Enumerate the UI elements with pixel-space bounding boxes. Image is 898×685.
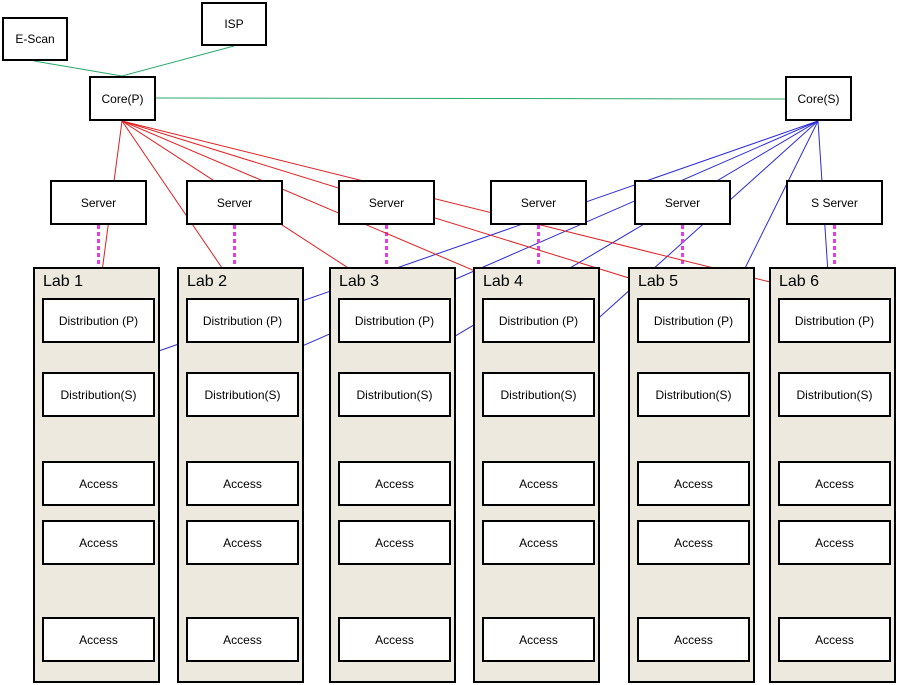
lab-5-server-label: Server	[664, 195, 701, 210]
lab-3-server-label: Server	[368, 195, 405, 210]
lab-5-access-1-label: Access	[674, 476, 713, 491]
lab-5-title: Lab 5	[638, 273, 679, 290]
lab-5-access-3[interactable]: Access	[637, 617, 750, 662]
lab-5-distribution-primary-label: Distribution (P)	[653, 313, 734, 328]
lab-5-distribution-secondary[interactable]: Distribution(S)	[637, 372, 750, 417]
lab-2-access-1-label: Access	[223, 476, 262, 491]
lab-6-access-1[interactable]: Access	[778, 461, 891, 506]
lab-3-distribution-primary[interactable]: Distribution (P)	[338, 298, 451, 343]
lab-2-access-1[interactable]: Access	[186, 461, 299, 506]
lab-3-distribution-primary-label: Distribution (P)	[354, 313, 435, 328]
core-to-core-link	[155, 97, 786, 100]
lab-1-distribution-primary[interactable]: Distribution (P)	[42, 298, 155, 343]
lab-2-server[interactable]: Server	[186, 180, 283, 225]
lab-4-access-1[interactable]: Access	[482, 461, 595, 506]
lab-2-distribution-primary-label: Distribution (P)	[202, 313, 283, 328]
lab-4-distribution-primary[interactable]: Distribution (P)	[482, 298, 595, 343]
lab-2-server-label: Server	[216, 195, 253, 210]
lab-1-server-label: Server	[80, 195, 117, 210]
lab-3-distribution-secondary-label: Distribution(S)	[356, 387, 433, 402]
lab-4-server[interactable]: Server	[490, 180, 587, 225]
lab-4-access-3[interactable]: Access	[482, 617, 595, 662]
lab-5-access-2-label: Access	[674, 535, 713, 550]
lab-6-access-2[interactable]: Access	[778, 520, 891, 565]
lab-2-distribution-secondary-label: Distribution(S)	[204, 387, 281, 402]
lab-4-distribution-primary-label: Distribution (P)	[498, 313, 579, 328]
escan-label: E-Scan	[15, 32, 55, 46]
lab-6-title: Lab 6	[779, 273, 820, 290]
lab-3-title: Lab 3	[339, 273, 380, 290]
core-secondary-node[interactable]: Core(S)	[785, 76, 852, 121]
lab-1-access-1[interactable]: Access	[42, 461, 155, 506]
lab-4-server-label: Server	[520, 195, 557, 210]
lab-5-access-2[interactable]: Access	[637, 520, 750, 565]
lab-2-distribution-primary[interactable]: Distribution (P)	[186, 298, 299, 343]
core-secondary-to-lab-3-distribution-link	[394, 120, 819, 373]
lab-4-access-3-label: Access	[519, 632, 558, 647]
lab-5-distribution-primary[interactable]: Distribution (P)	[637, 298, 750, 343]
lab-2-title: Lab 2	[187, 273, 228, 290]
core-primary-node[interactable]: Core(P)	[89, 76, 156, 121]
lab-2-access-3-label: Access	[223, 632, 262, 647]
isp-node[interactable]: ISP	[201, 2, 267, 46]
core-secondary-label: Core(S)	[797, 91, 840, 106]
lab-3-access-3[interactable]: Access	[338, 617, 451, 662]
escan-to-core-link	[33, 60, 123, 77]
lab-3-access-1[interactable]: Access	[338, 461, 451, 506]
escan-node[interactable]: E-Scan	[2, 17, 68, 61]
lab-4-distribution-secondary[interactable]: Distribution(S)	[482, 372, 595, 417]
core-primary-to-lab-4-distribution-link	[121, 120, 539, 299]
lab-5-distribution-secondary-label: Distribution(S)	[655, 387, 732, 402]
isp-to-core-link	[121, 45, 235, 77]
lab-5-access-3-label: Access	[674, 632, 713, 647]
lab-6-access-1-label: Access	[815, 476, 854, 491]
lab-1-distribution-secondary-label: Distribution(S)	[60, 387, 137, 402]
lab-1-access-2-label: Access	[79, 535, 118, 550]
lab-1-access-1-label: Access	[79, 476, 118, 491]
core-primary-label: Core(P)	[101, 91, 144, 106]
lab-2-distribution-secondary[interactable]: Distribution(S)	[186, 372, 299, 417]
lab-4-title: Lab 4	[483, 273, 524, 290]
lab-2-access-3[interactable]: Access	[186, 617, 299, 662]
isp-label: ISP	[224, 17, 244, 31]
lab-1-title: Lab 1	[43, 273, 84, 290]
lab-3-access-1-label: Access	[375, 476, 414, 491]
lab-4-access-2[interactable]: Access	[482, 520, 595, 565]
lab-6-distribution-secondary[interactable]: Distribution(S)	[778, 372, 891, 417]
lab-1-server[interactable]: Server	[50, 180, 147, 225]
lab-1-distribution-secondary[interactable]: Distribution(S)	[42, 372, 155, 417]
lab-6-access-2-label: Access	[815, 535, 854, 550]
lab-3-distribution-secondary[interactable]: Distribution(S)	[338, 372, 451, 417]
lab-1-access-3-label: Access	[79, 632, 118, 647]
lab-5-access-1[interactable]: Access	[637, 461, 750, 506]
lab-6-access-3-label: Access	[815, 632, 854, 647]
lab-6-access-3[interactable]: Access	[778, 617, 891, 662]
lab-3-access-3-label: Access	[375, 632, 414, 647]
lab-1-access-2[interactable]: Access	[42, 520, 155, 565]
lab-4-distribution-secondary-label: Distribution(S)	[500, 387, 577, 402]
lab-2-access-2[interactable]: Access	[186, 520, 299, 565]
lab-6-server[interactable]: S Server	[786, 180, 883, 225]
lab-4-access-2-label: Access	[519, 535, 558, 550]
lab-6-server-label: S Server	[811, 195, 858, 210]
lab-1-access-3[interactable]: Access	[42, 617, 155, 662]
lab-2-access-2-label: Access	[223, 535, 262, 550]
lab-3-access-2-label: Access	[375, 535, 414, 550]
lab-6-distribution-secondary-label: Distribution(S)	[796, 387, 873, 402]
lab-3-server[interactable]: Server	[338, 180, 435, 225]
lab-4-access-1-label: Access	[519, 476, 558, 491]
lab-5-server[interactable]: Server	[634, 180, 731, 225]
lab-6-distribution-primary[interactable]: Distribution (P)	[778, 298, 891, 343]
lab-6-distribution-primary-label: Distribution (P)	[794, 313, 875, 328]
lab-3-access-2[interactable]: Access	[338, 520, 451, 565]
lab-1-distribution-primary-label: Distribution (P)	[58, 313, 139, 328]
